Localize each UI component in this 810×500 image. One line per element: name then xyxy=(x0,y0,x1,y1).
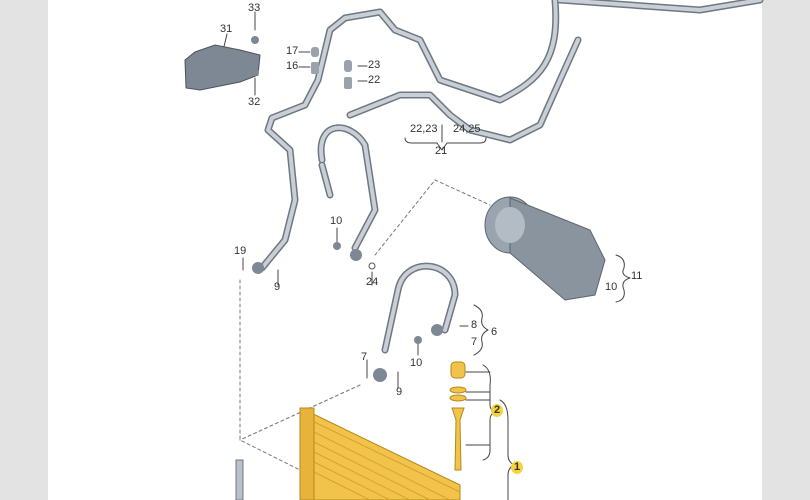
label-1[interactable]: 1 xyxy=(511,461,524,474)
label-16[interactable]: 16 xyxy=(286,60,299,72)
label-6[interactable]: 6 xyxy=(491,326,498,338)
label-33[interactable]: 33 xyxy=(248,2,261,14)
bracket-part-31 xyxy=(184,44,261,91)
drier-cartridge xyxy=(449,361,467,471)
label-9[interactable]: 9 xyxy=(274,281,281,293)
bolt-33 xyxy=(251,36,259,44)
label-17[interactable]: 17 xyxy=(286,45,299,57)
condenser xyxy=(299,407,461,500)
valve-22 xyxy=(344,77,352,89)
bolt-32 xyxy=(251,68,259,76)
label-32[interactable]: 32 xyxy=(248,96,261,108)
label-21[interactable]: 21 xyxy=(435,145,448,157)
label-31[interactable]: 31 xyxy=(220,23,233,35)
cap-17 xyxy=(311,47,319,57)
label-23[interactable]: 23 xyxy=(368,59,381,71)
pipe-stub xyxy=(235,459,244,500)
label-8[interactable]: 8 xyxy=(471,319,478,331)
parts-diagram: 33 31 32 17 16 23 22 22,23 24,25 21 10 1… xyxy=(48,0,764,500)
refrigerant-lines xyxy=(258,0,764,354)
label-22-23[interactable]: 22,23 xyxy=(410,123,438,135)
label-22[interactable]: 22 xyxy=(368,74,381,86)
label-10-bolt[interactable]: 10 xyxy=(410,357,423,369)
label-24[interactable]: 24 xyxy=(366,276,379,288)
label-11[interactable]: 11 xyxy=(631,270,643,282)
label-2[interactable]: 2 xyxy=(491,404,504,417)
ac-compressor xyxy=(484,196,606,301)
cap-23 xyxy=(344,60,352,72)
label-7-fitting[interactable]: 7 xyxy=(361,351,368,363)
label-24-25[interactable]: 24,25 xyxy=(453,123,481,135)
label-10-compressor[interactable]: 10 xyxy=(605,281,618,293)
valve-16 xyxy=(311,62,319,74)
label-9-bolt[interactable]: 9 xyxy=(396,386,403,398)
label-7[interactable]: 7 xyxy=(471,336,478,348)
label-19[interactable]: 19 xyxy=(234,245,247,257)
label-10[interactable]: 10 xyxy=(330,215,343,227)
